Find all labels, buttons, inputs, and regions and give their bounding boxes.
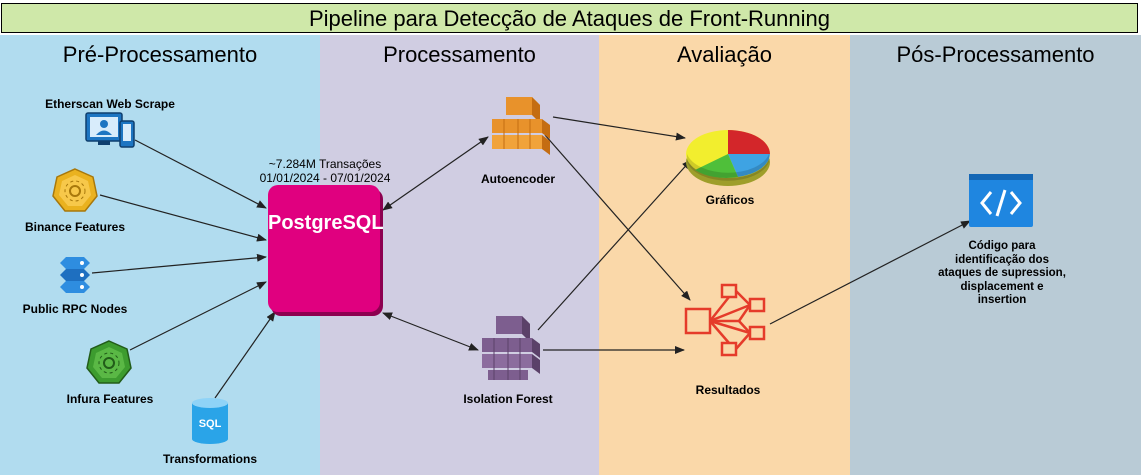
arrow-autoencoder-to-resultados [544, 134, 691, 301]
arrow-infura-to-db [129, 281, 267, 351]
infura-features-icon [86, 340, 132, 384]
post-processing-band [850, 35, 1141, 475]
section-title-evaluation: Avaliação [677, 42, 772, 67]
autoencoder-icon [492, 97, 550, 155]
arrow-transformations-to-db [214, 311, 276, 399]
arrow-resultados-to-code [769, 220, 971, 325]
postgresql-database: PostgreSQL [268, 185, 384, 312]
arrow-isolation-to-graficos [537, 159, 692, 331]
code-description-line: insertion [977, 294, 1027, 306]
date-range: 01/01/2024 - 07/01/2024 [259, 171, 391, 185]
resultados-label: Resultados [695, 383, 761, 397]
code-icon [969, 174, 1033, 227]
code-description-line: identificação dos [955, 253, 1049, 266]
arrow-rpc-to-db [91, 253, 267, 274]
section-title-pre: Pré-Processamento [62, 42, 258, 67]
code-description-line: Código para [968, 240, 1036, 252]
svg-text:SQL: SQL [199, 418, 222, 430]
infura-label: Infura Features [66, 392, 154, 406]
results-network-icon [684, 283, 766, 357]
binance-features-icon [52, 168, 98, 212]
isolation-forest-label: Isolation Forest [463, 392, 553, 406]
code-description: Código para identificação dos ataques de… [912, 240, 1092, 308]
code-description-line: displacement e [960, 280, 1044, 293]
code-description-line: ataques de supression, [938, 267, 1066, 279]
binance-label: Binance Features [24, 220, 126, 234]
arrow-binance-to-db [99, 194, 267, 242]
rpc-label: Public RPC Nodes [22, 302, 128, 316]
public-rpc-nodes-icon [60, 257, 90, 293]
evaluation-band [599, 35, 850, 475]
etherscan-label: Etherscan Web Scrape [45, 97, 175, 111]
etherscan-web-scrape-icon [85, 112, 135, 148]
transformations-label: Transformations [162, 452, 258, 466]
graficos-label: Gráficos [705, 193, 755, 207]
arrow-etherscan-to-db [134, 139, 267, 209]
isolation-forest-icon [482, 316, 540, 380]
sql-database-icon: SQL [192, 398, 228, 444]
arrow-db-autoencoder [382, 136, 489, 211]
pie-chart-icon [686, 130, 770, 186]
section-title-processing: Processamento [383, 42, 536, 67]
postgresql-label: PostgreSQL [268, 212, 384, 234]
diagram-title: Pipeline para Detecção de Ataques de Fro… [1, 3, 1138, 33]
arrow-db-isolation-forest [382, 312, 479, 351]
section-title-post: Pós-Processamento [896, 42, 1095, 67]
transaction-count: ~7.284M Transações [268, 157, 382, 171]
arrow-autoencoder-to-graficos [552, 116, 686, 141]
autoencoder-label: Autoencoder [480, 172, 555, 186]
